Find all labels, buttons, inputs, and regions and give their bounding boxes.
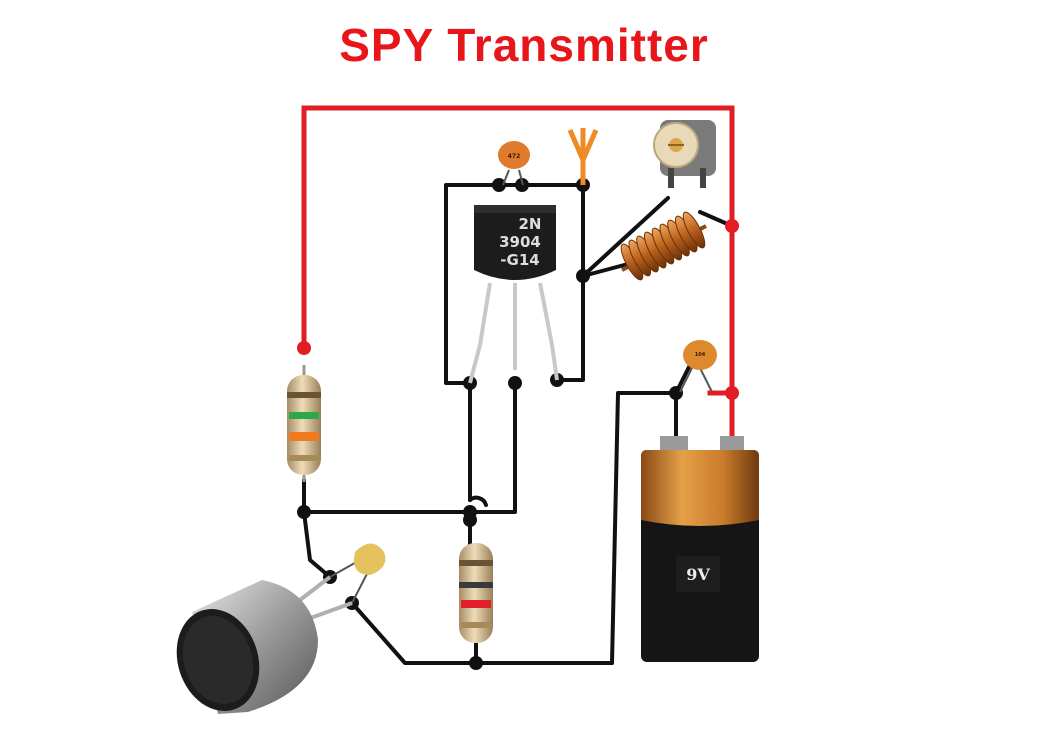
svg-text:472: 472	[508, 153, 521, 160]
junction-dot	[469, 656, 483, 670]
transistor-label-3: -G14	[500, 251, 539, 269]
antenna-icon	[567, 128, 599, 185]
wire-mic-bottom	[350, 601, 614, 665]
page-title: SPY Transmitter	[339, 19, 709, 71]
junction-dot-positive	[725, 386, 739, 400]
junction-dot-positive	[297, 341, 311, 355]
junction-dot	[492, 178, 506, 192]
wire-to-coil-1	[581, 196, 670, 278]
wire-base	[302, 381, 517, 514]
wire-left-resistor	[302, 478, 332, 579]
junction-dot	[463, 513, 477, 527]
battery-icon: 9V	[641, 436, 759, 662]
resistor-icon	[287, 365, 321, 482]
transistor-label-1: 2N	[519, 215, 542, 233]
microphone-icon	[176, 575, 353, 714]
junction-dot	[508, 376, 522, 390]
coil-icon	[620, 211, 707, 281]
wire-right	[555, 183, 585, 382]
transistor-icon: 2N 3904 -G14	[468, 205, 559, 384]
positive-wire-top	[301, 105, 735, 396]
mic-capacitor-icon	[329, 543, 386, 604]
trimmer-capacitor-icon	[653, 120, 716, 188]
resistor-emitter-icon	[459, 543, 493, 643]
wire-to-coil-2	[581, 262, 630, 278]
wire-battery-negative	[610, 391, 678, 665]
junction-dot-positive	[725, 219, 739, 233]
wire-jumper	[468, 495, 488, 507]
capacitor-icon: 472	[498, 141, 530, 186]
battery-label: 9V	[686, 565, 710, 584]
transistor-label-2: 3904	[499, 233, 541, 251]
coil-turn	[682, 211, 706, 249]
junction-dot	[576, 269, 590, 283]
ground-wires	[302, 183, 734, 665]
svg-text:104: 104	[695, 352, 706, 358]
junction-dot	[297, 505, 311, 519]
wire-collector-left	[444, 183, 501, 385]
junction-dot	[669, 386, 683, 400]
capacitor-battery-icon: 104	[679, 340, 717, 393]
